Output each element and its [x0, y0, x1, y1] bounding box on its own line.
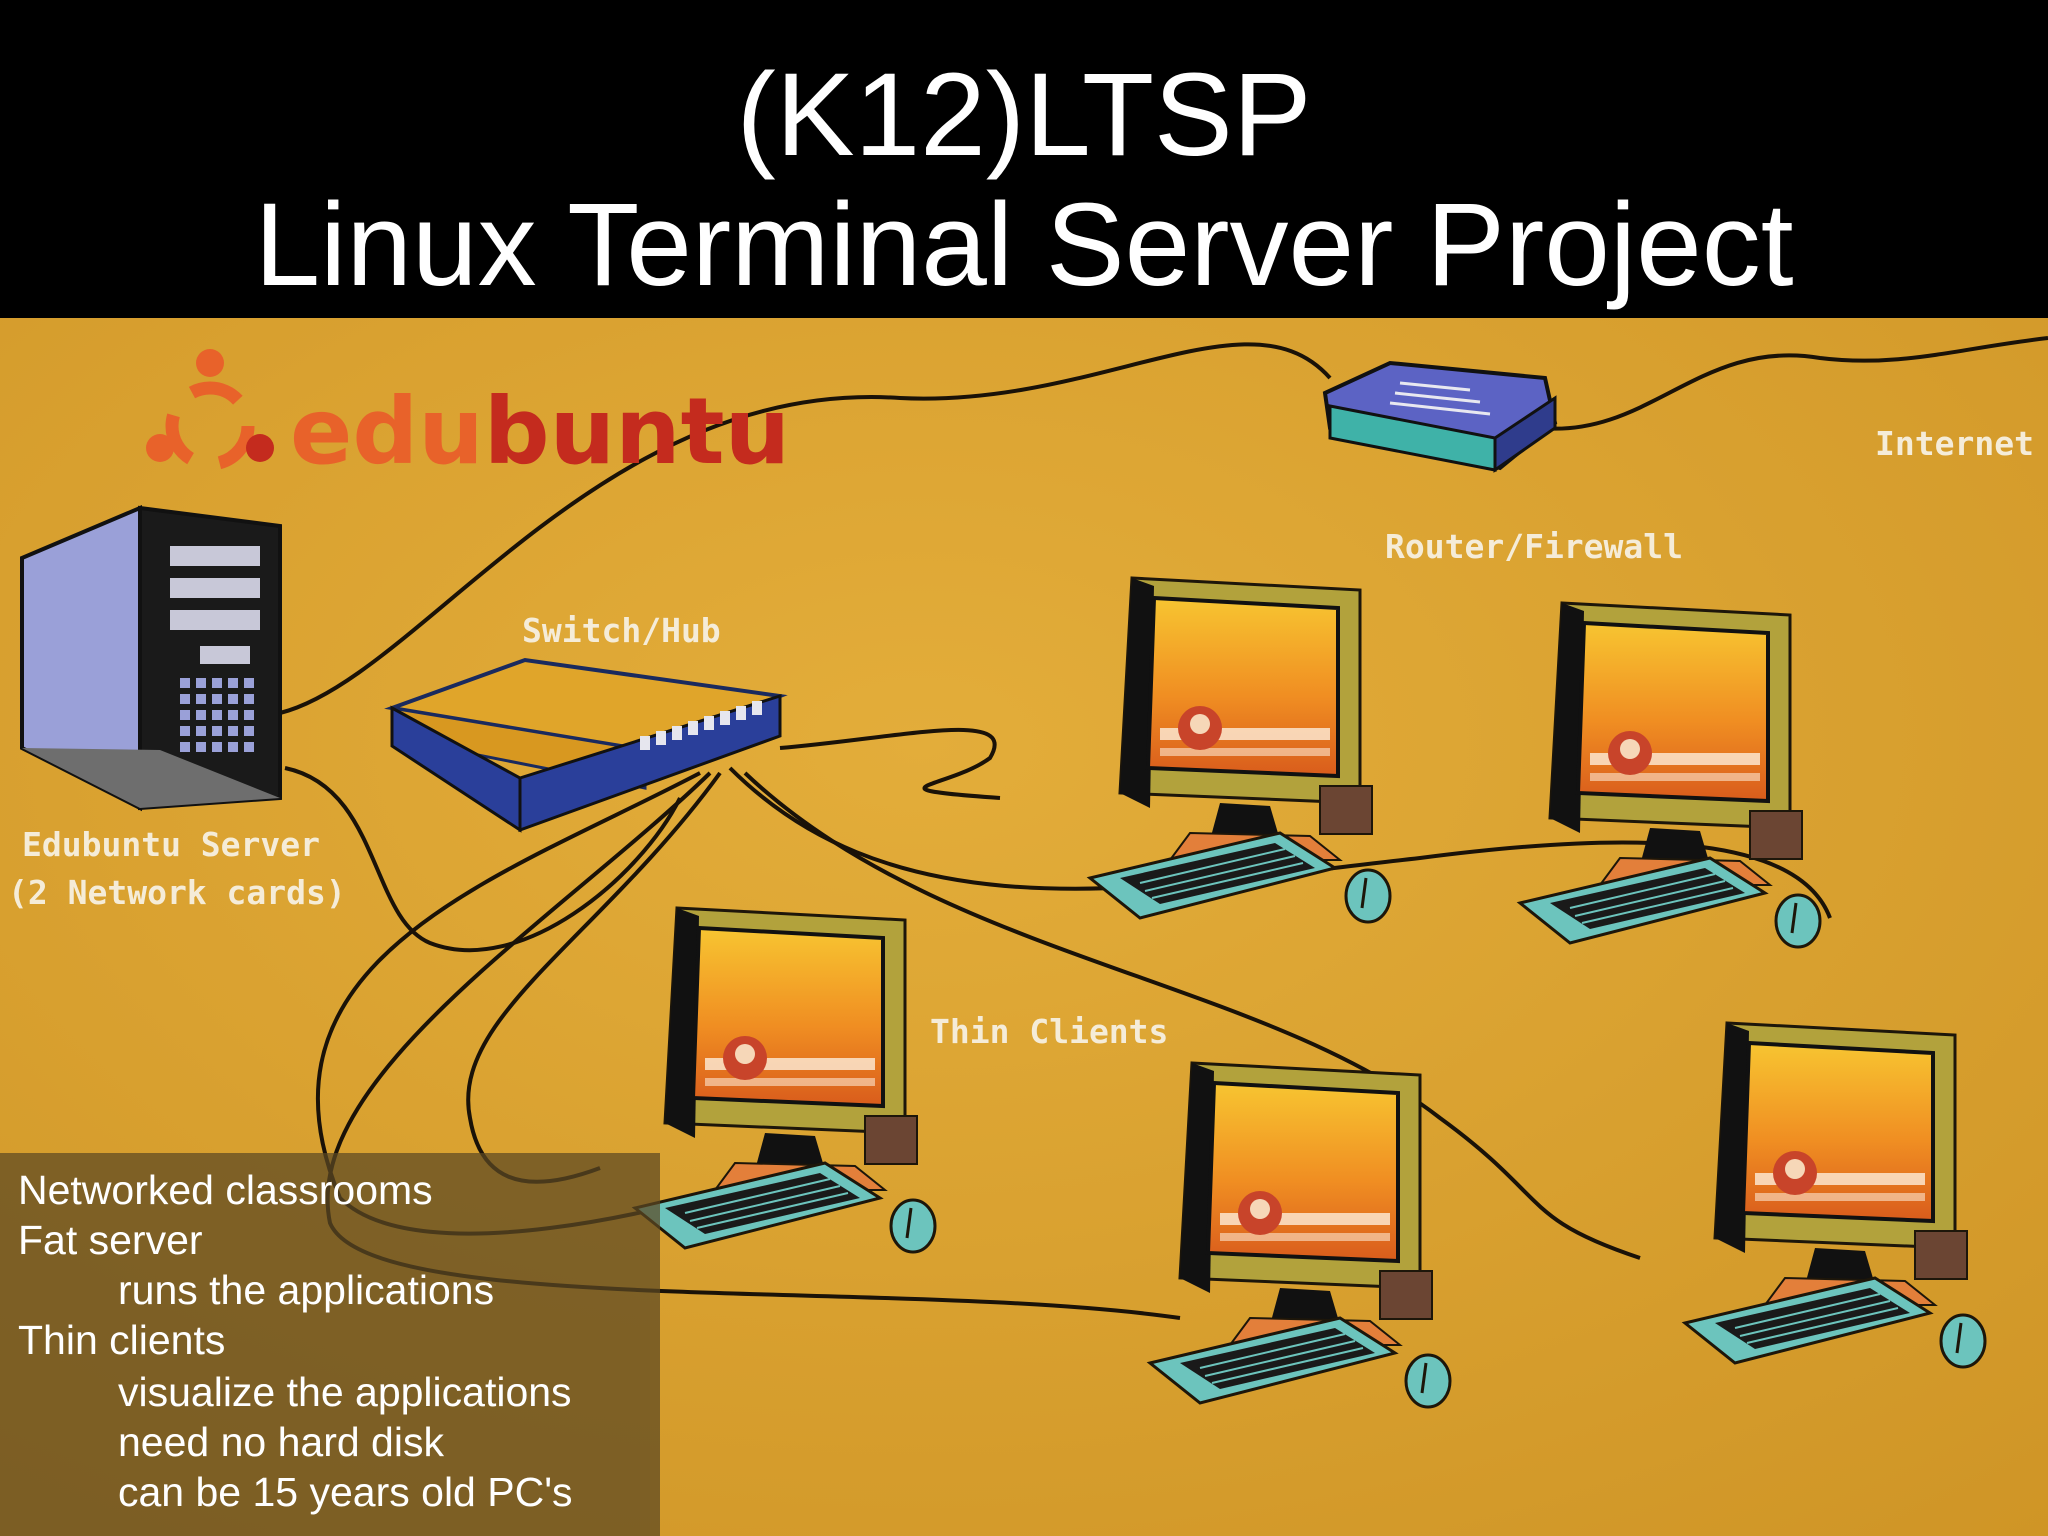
circle-of-friends-icon — [165, 381, 255, 471]
note-item: Networked classrooms — [18, 1167, 433, 1213]
note-subitem: can be 15 years old PC's — [118, 1469, 573, 1515]
title-bar: (K12)LTSP Linux Terminal Server Project — [0, 0, 2048, 318]
logo-text-buntu: buntu — [484, 378, 790, 485]
title-line-2: Linux Terminal Server Project — [254, 179, 1794, 311]
network-diagram-scene: edubuntu — [0, 318, 2048, 1536]
cable-router-internet — [1539, 336, 2048, 431]
notes-panel: Networked classrooms Fat server runs the… — [0, 1153, 660, 1536]
internet-label: Internet — [1875, 424, 2034, 463]
router-label: Router/Firewall — [1385, 527, 1683, 566]
edubuntu-logo: edubuntu — [146, 349, 790, 485]
svg-text:edubuntu: edubuntu — [290, 378, 790, 485]
server-label-line1: Edubuntu Server — [22, 825, 320, 864]
cable-switch-client1 — [779, 727, 1001, 800]
switch-icon — [384, 657, 788, 833]
thin-clients-label: Thin Clients — [930, 1012, 1168, 1051]
router-icon — [1322, 360, 1558, 473]
note-subitem: need no hard disk — [118, 1419, 444, 1465]
cable-server-router — [279, 342, 1332, 715]
server-label-line2: (2 Network cards) — [8, 873, 346, 912]
note-item: Fat server — [18, 1217, 203, 1263]
cable-server-switch — [284, 766, 682, 953]
title-line-1: (K12)LTSP — [736, 49, 1312, 181]
cable-switch-client5 — [743, 771, 1641, 1260]
logo-text-edu: edu — [290, 378, 484, 485]
server-tower-icon — [20, 504, 282, 812]
network-cables — [279, 336, 2048, 1320]
note-item: Thin clients — [18, 1317, 226, 1363]
note-subitem: runs the applications — [118, 1267, 495, 1313]
note-subitem: visualize the applications — [118, 1369, 572, 1415]
switch-label: Switch/Hub — [522, 611, 721, 650]
